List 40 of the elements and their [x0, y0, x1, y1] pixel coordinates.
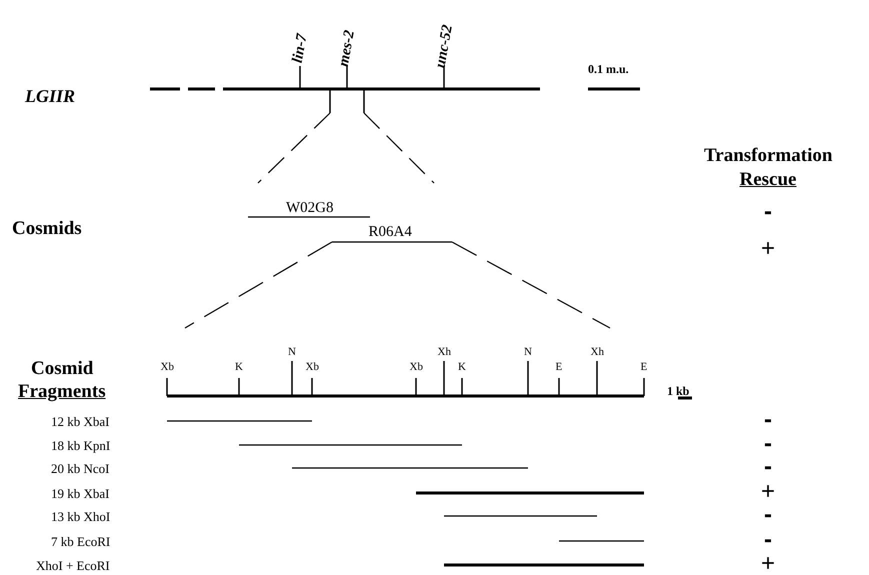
restriction-site-label: E	[556, 362, 562, 372]
fragment-name: 7 kb EcoRI	[51, 534, 110, 548]
restriction-site-label: Xh	[590, 346, 604, 358]
scale-label: 1 kb	[667, 385, 690, 397]
fragment-name: 12 kb XbaI	[51, 414, 110, 428]
fragment-name: XhoI + EcoRI	[36, 558, 110, 572]
cosmid-name: R06A4	[368, 224, 412, 240]
rescue-result: -	[764, 528, 772, 552]
fragment-name: 13 kb XhoI	[51, 510, 110, 522]
gene-name: lin-7	[290, 32, 310, 64]
column-heading: Rescue	[740, 170, 796, 188]
gene-name: mes-2	[336, 28, 358, 68]
rescue-result: -	[764, 455, 772, 479]
rescue-result: -	[764, 432, 772, 456]
rescue-result: -	[764, 503, 772, 527]
fragment-name: 19 kb XbaI	[51, 486, 110, 500]
rescue-result: -	[764, 200, 772, 224]
row-heading: Cosmids	[12, 218, 82, 238]
rescue-result: +	[761, 237, 776, 261]
rescue-result: +	[761, 552, 776, 575]
restriction-site-label: Xh	[438, 346, 451, 358]
row-heading: Fragments	[18, 382, 106, 400]
restriction-site-label: K	[235, 362, 243, 372]
restriction-site-label: N	[524, 346, 532, 358]
row-heading: Cosmid	[31, 358, 94, 378]
column-heading: Transformation	[704, 146, 832, 164]
fragment-name: 20 kb NcoI	[51, 462, 110, 474]
restriction-site-label: Xb	[410, 362, 423, 372]
cosmid-name: W02G8	[286, 200, 334, 216]
restriction-site-label: Xb	[160, 362, 174, 372]
restriction-site-label: Xb	[306, 362, 319, 372]
gene-name: unc-52	[433, 23, 456, 69]
rescue-result: -	[764, 408, 772, 432]
rescue-result: +	[761, 480, 776, 504]
restriction-site-label: N	[288, 346, 296, 358]
scale-label: 0.1 m.u.	[588, 63, 629, 75]
restriction-site-label: K	[458, 362, 466, 372]
restriction-site-label: E	[640, 362, 648, 372]
chromosome-name: LGIIR	[25, 87, 76, 105]
fragment-name: 18 kb KpnI	[51, 438, 110, 452]
